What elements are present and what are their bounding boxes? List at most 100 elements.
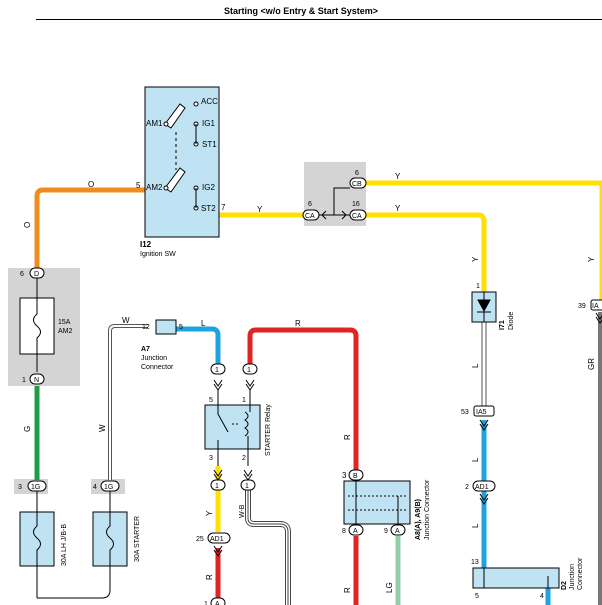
a7-pin-right: 5 xyxy=(179,324,183,331)
connector-ia-right: IA 39 xyxy=(578,299,602,324)
a8-pin8-label: A xyxy=(353,528,358,535)
connector-ca1: CA 6 xyxy=(302,201,320,221)
a8-pin-3: B 3 xyxy=(342,469,364,481)
d2-name2: Connector xyxy=(577,557,584,590)
a8-pin-9: A 9 xyxy=(384,524,406,536)
a8-name: Junction Connector xyxy=(424,479,431,540)
wire-label-w-side: W xyxy=(98,424,107,432)
wire-label-w-top: W xyxy=(122,316,130,325)
connector-ad1-b-pin: 2 xyxy=(465,484,469,491)
ign-switch-contacts xyxy=(163,101,199,211)
connector-cb-pin: 6 xyxy=(355,170,359,177)
wire-label-l-1: L xyxy=(471,363,480,368)
ign-ig1-label: IG1 xyxy=(202,119,215,128)
d2-pin5: 5 xyxy=(475,593,479,600)
wire-label-y-b: Y xyxy=(395,172,401,181)
connector-ca1-label: CA xyxy=(305,213,315,220)
connector-ad1-b-label: AD1 xyxy=(475,484,489,491)
junction-a7 xyxy=(155,319,177,335)
wire-label-lg: LG xyxy=(385,582,394,593)
wire-red-top xyxy=(247,327,359,470)
ign-code: I12 xyxy=(140,240,152,249)
wire-yellow-ca xyxy=(366,212,487,292)
relay-pin3: 3 xyxy=(209,455,213,462)
connector-ia5-label: IA5 xyxy=(476,409,487,416)
wire-label-r-bottom: R xyxy=(343,587,352,593)
connector-ia-right-label: IA xyxy=(592,303,599,310)
connector-a-bottom-label: A xyxy=(215,601,220,605)
relay-conn-bot-b: 1 xyxy=(245,483,249,490)
relay-pin5: 5 xyxy=(209,397,213,404)
connector-ad1: AD1 25 xyxy=(196,532,231,557)
connector-d: D 6 xyxy=(20,267,45,279)
wire-label-o-vertical: O xyxy=(23,222,32,228)
wire-label-g: G xyxy=(23,426,32,432)
ign-name: Ignition SW xyxy=(140,251,176,258)
wire-fuse-bottom xyxy=(36,566,111,599)
diode-code: I71 xyxy=(499,320,506,330)
connector-ad1-b: AD1 2 xyxy=(465,480,496,505)
wire-label-wb: W-B xyxy=(239,504,246,518)
a8-pin8: 8 xyxy=(342,528,346,535)
wire-label-y-right: Y xyxy=(587,256,596,262)
wire-label-r-relay: R xyxy=(205,574,214,580)
connector-n-label: N xyxy=(34,377,39,384)
wire-label-r-top: R xyxy=(295,319,301,328)
junction-d2 xyxy=(472,567,560,589)
connector-cb-label: CB xyxy=(352,181,362,188)
wire-label-y-vertical: Y xyxy=(471,256,480,262)
relay-internals xyxy=(217,390,251,466)
a8-pin9-label: A xyxy=(395,528,400,535)
fuse-starter-text: 30A STARTER xyxy=(134,516,141,562)
connector-ca1-pin: 6 xyxy=(308,201,312,208)
diode-pin: 1 xyxy=(476,283,480,290)
ign-st1-label: ST1 xyxy=(202,140,217,149)
relay-conn-bot-a: 1 xyxy=(215,483,219,490)
a8-inner xyxy=(348,481,406,524)
connector-a-bottom-pin: 1 xyxy=(204,601,208,605)
wire-orange xyxy=(34,187,145,268)
connector-ad1-label: AD1 xyxy=(210,536,224,543)
ign-am1-label: AM1 xyxy=(146,119,163,128)
connector-n-pin: 1 xyxy=(22,377,26,384)
title-rule xyxy=(36,19,602,20)
wire-label-l-3: L xyxy=(471,523,480,528)
connector-a-bottom: A 1 xyxy=(204,597,226,605)
fuse-am2-element xyxy=(33,298,41,354)
a7-code: A7 xyxy=(141,346,150,353)
d2-name: Junction xyxy=(569,564,576,590)
starter-relay xyxy=(204,404,261,450)
ign-acc-label: ACC xyxy=(201,97,218,106)
connector-tg2-label: 1G xyxy=(104,484,113,491)
connector-ia5-pin: 53 xyxy=(461,409,469,416)
relay-conn-top-a: 1 xyxy=(215,367,219,374)
a8-code: A8(A), A9(B) xyxy=(415,499,422,540)
wire-label-y-a: Y xyxy=(257,205,263,214)
diode-symbol xyxy=(477,292,491,322)
connector-tg1-label: 1G xyxy=(31,484,40,491)
wire-label-y-relay: Y xyxy=(205,510,214,516)
relay-top-connectors: 1 1 xyxy=(210,363,258,391)
relay-pin2: 2 xyxy=(242,455,246,462)
fuse-am2-name: AM2 xyxy=(58,328,73,335)
wire-blue-relay xyxy=(176,326,221,364)
connector-tg1-pin: 3 xyxy=(18,484,22,491)
page-title: Starting <w/o Entry & Start System> xyxy=(223,6,379,16)
connector-ia-right-pin: 39 xyxy=(578,303,586,310)
wire-label-y-c: Y xyxy=(395,204,401,213)
a7-name: Junction xyxy=(141,355,167,362)
wire-label-o: O xyxy=(88,180,94,189)
relay-conn-top-b: 1 xyxy=(247,367,251,374)
connector-ca-joint xyxy=(319,187,350,220)
fuse-lh-text: 30A LH J/B-B xyxy=(61,524,68,566)
connector-cb: CB 6 xyxy=(349,170,367,189)
wire-wb xyxy=(245,490,291,605)
a8-pin3-label: B xyxy=(353,473,358,480)
relay-name: STARTER Relay xyxy=(265,404,272,456)
connector-ca2-label: CA xyxy=(352,213,362,220)
a7-pin-left: 12 xyxy=(142,324,150,331)
ign-st2-label: ST2 xyxy=(201,204,216,213)
relay-pin1: 1 xyxy=(242,397,246,404)
fuse-am2-rating: 15A xyxy=(58,319,71,326)
connector-d-pin: 6 xyxy=(20,271,24,278)
